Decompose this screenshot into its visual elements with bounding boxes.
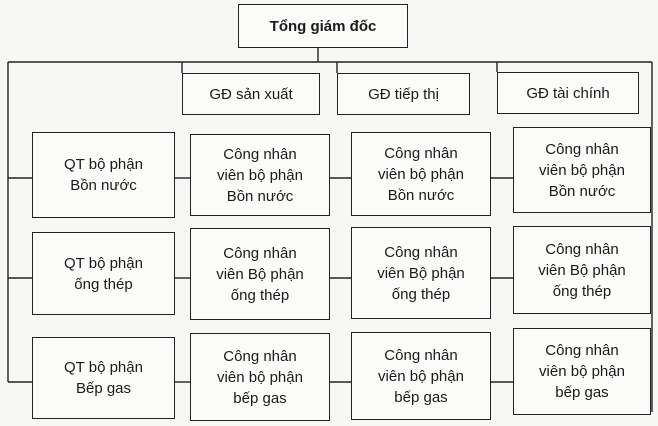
manager-box-gas-stove: QT bộ phận Bếp gas [32,337,175,419]
staff-box-finance-water-tank: Công nhân viên bộ phận Bồn nước [513,127,651,213]
staff-box-marketing-water-tank: Công nhân viên bộ phận Bồn nước [351,132,491,216]
staff-box-finance-gas-stove: Công nhân viên bộ phận bếp gas [513,328,651,415]
director-box-marketing: GĐ tiếp thị [337,73,470,115]
staff-box-production-steel-pipe: Công nhân viên Bộ phận ống thép [190,228,330,320]
staff-box-marketing-steel-pipe: Công nhân viên Bộ phận ống thép [351,227,491,319]
ceo-box: Tổng giám đốc [238,4,408,48]
staff-box-finance-steel-pipe: Công nhân viên Bộ phận ống thép [513,226,651,314]
director-box-production: GĐ sản xuất [182,73,320,115]
manager-box-water-tank: QT bộ phận Bồn nước [32,132,175,218]
staff-box-production-gas-stove: Công nhân viên bộ phận bếp gas [190,333,330,421]
manager-box-steel-pipe: QT bộ phận ống thép [32,232,175,315]
staff-box-production-water-tank: Công nhân viên bộ phận Bồn nước [190,134,330,216]
director-box-finance: GĐ tài chính [497,72,639,114]
staff-box-marketing-gas-stove: Công nhân viên bộ phận bếp gas [351,332,491,420]
